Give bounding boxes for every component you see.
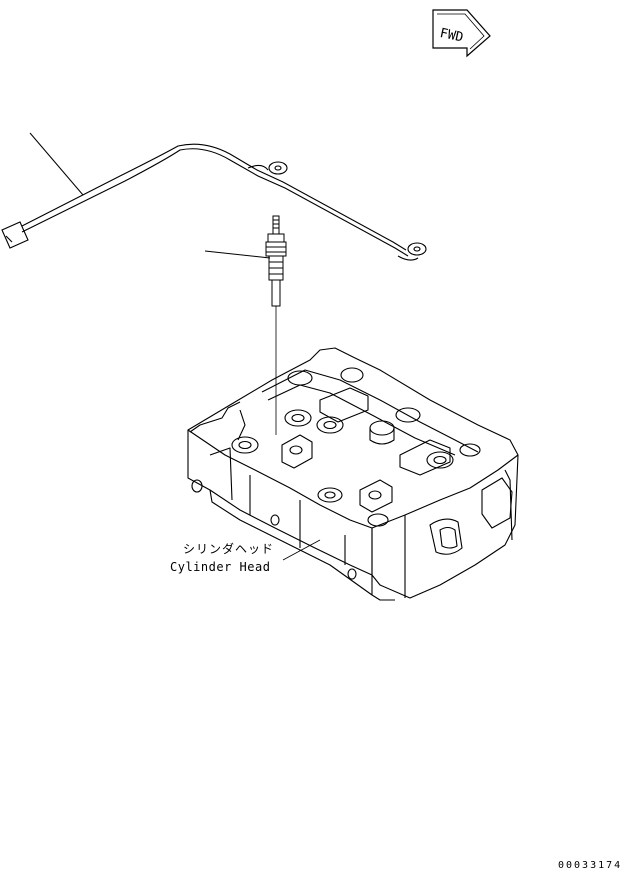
glow-plug	[265, 215, 287, 307]
cylinder-head-label-english: Cylinder Head	[170, 560, 271, 574]
wiring-harness	[1, 143, 427, 261]
drawing-number: 00033174	[558, 860, 623, 871]
glow-plug-leader-line	[204, 250, 271, 259]
cylinder-head	[187, 347, 519, 601]
harness-leader-line	[29, 132, 84, 196]
cylinder-head-label-japanese: シリンダヘッド	[183, 542, 275, 556]
cylinder-head-leader-line	[282, 539, 321, 561]
fwd-label: FWD	[438, 26, 464, 46]
fwd-arrow-icon	[432, 9, 491, 58]
